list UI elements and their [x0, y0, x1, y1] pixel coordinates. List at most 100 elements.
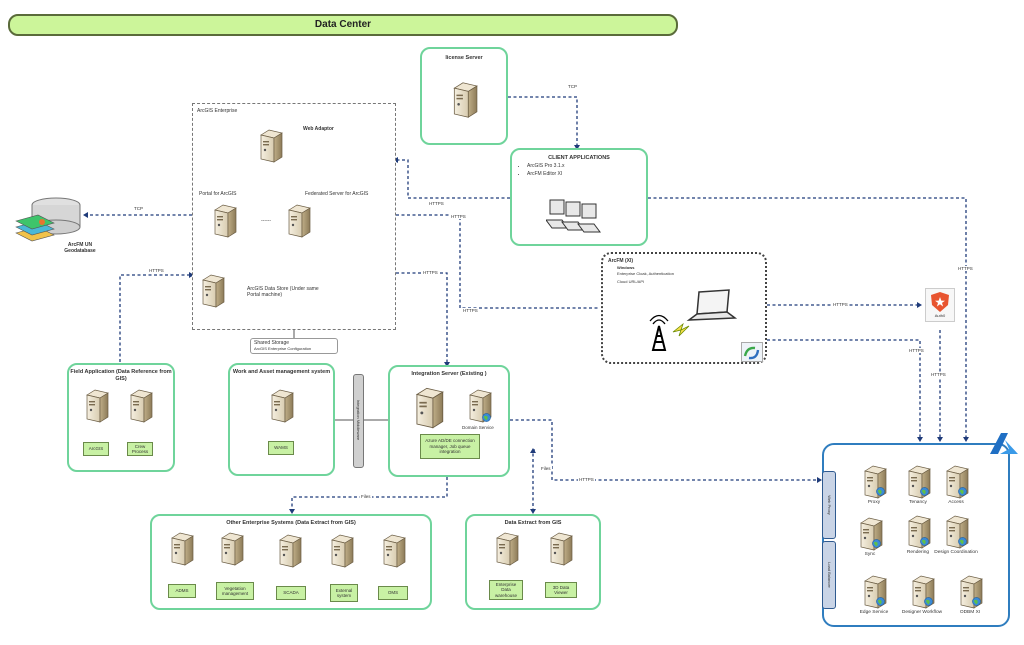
globe-icon	[482, 413, 491, 422]
edge-label-https-azure-1: HTTPS	[908, 348, 925, 353]
client-applications-title: CLIENT APPLICATIONS	[548, 155, 610, 161]
connector-field-enterprise	[119, 274, 192, 362]
globe-icon	[876, 487, 885, 496]
client-applications-list: ArcGIS Pro 3.1.x ArcFM Editor XI	[518, 162, 565, 178]
arcgis-enterprise-box: ArcGIS Enterprise Web Adaptor Portal for…	[192, 103, 396, 330]
globe-icon	[958, 537, 967, 546]
edge-label-files-2: Files	[360, 494, 372, 499]
work-asset-title: Work and Asset management system	[232, 369, 331, 375]
federated-server-label: Federated Server for ArcGIS	[305, 191, 369, 197]
server-icon	[127, 389, 153, 423]
server-icon	[218, 532, 244, 566]
integration-server-box: Integration Server (Existing ) Domain Se…	[388, 365, 510, 477]
data-extract-title: Data Extract from GIS	[504, 520, 562, 526]
azure-service: Tenancy	[898, 465, 938, 515]
auth0-label: Auth0	[934, 313, 946, 318]
azure-service-label: ODBM XI	[959, 610, 981, 615]
server-icon	[276, 534, 302, 568]
shared-storage-title: Shared Storage	[254, 340, 290, 346]
wireless-laptop-icon	[649, 289, 738, 351]
server-icon	[328, 534, 354, 568]
federated-server-icon	[285, 204, 311, 238]
tag-oms: OMS	[378, 586, 408, 600]
other-systems-title: Other Enterprise Systems (Data Extract f…	[226, 520, 356, 526]
data-extract-box: Data Extract from GIS Enterprise Data wa…	[465, 514, 601, 610]
azure-service: Edge Service	[854, 575, 894, 625]
arcfm-xi-box: ArcFM (XI) Windows Enterprise Cloak, Aut…	[601, 252, 767, 364]
azure-service: Design Coordination	[934, 515, 978, 565]
web-proxy-bar[interactable]: Web Proxy	[822, 471, 836, 539]
load-balancer-bar[interactable]: Load Balancer	[822, 541, 836, 609]
edge-label-tcp-license: TCP	[567, 84, 578, 89]
shared-storage-subtitle: ArcGIS Enterprise Configuration	[254, 346, 312, 351]
tag-vegetation-management: Vegetation management	[216, 582, 254, 600]
auth0-shield-icon	[931, 292, 949, 312]
geodatabase-icon	[15, 197, 81, 242]
data-store-server-icon	[199, 274, 225, 308]
tag-external-system: External system	[330, 584, 358, 602]
server-icon	[450, 81, 478, 119]
shared-storage-box: Shared Storage ArcGIS Enterprise Configu…	[250, 338, 338, 354]
server-icon	[168, 532, 194, 566]
globe-icon	[958, 487, 967, 496]
arcfm-xi-item: Enterprise Cloak, Authentication	[617, 271, 674, 276]
auth0-box: Auth0	[925, 288, 955, 322]
integration-server-title: Integration Server (Existing )	[411, 371, 487, 377]
globe-icon	[924, 597, 933, 606]
connector-arcfm-azure	[767, 339, 921, 440]
azure-service: Proxy	[854, 465, 894, 515]
azure-box: Web Proxy Load Balancer Proxy Tenancy Ac…	[822, 443, 1010, 627]
server-icon	[380, 534, 406, 568]
connector-client-azure	[648, 197, 967, 440]
globe-icon	[920, 487, 929, 496]
tag-wams: WAMS	[268, 441, 294, 455]
azure-logo-icon	[990, 433, 1018, 454]
tag-integration: Azure AD/DE connection manager, Job queu…	[420, 434, 480, 459]
sync-icon	[741, 342, 763, 362]
tag-adms: ADMS	[168, 584, 196, 598]
azure-service-label: Access	[948, 500, 964, 505]
arcfm-xi-title: ArcFM (XI)	[608, 258, 633, 264]
edge-label-https-client: HTTPS	[428, 201, 445, 206]
globe-icon	[972, 597, 981, 606]
license-server-title: license Server	[445, 55, 483, 61]
edge-label-tcp-gdb: TCP	[133, 206, 144, 211]
workstations-icon	[546, 199, 601, 233]
data-store-label: ArcGIS Data Store (Under same Portal mac…	[247, 286, 319, 298]
laptop-icon	[686, 289, 738, 321]
portal-server-icon	[211, 204, 237, 238]
tag-scada: SCADA	[276, 586, 306, 600]
client-app-item: ArcGIS Pro 3.1.x	[527, 162, 565, 170]
globe-icon	[920, 537, 929, 546]
connector-enterprise-https2	[396, 214, 600, 309]
web-adaptor-server-icon	[257, 129, 283, 163]
server-icon	[547, 532, 573, 566]
edge-label-https-field: HTTPS	[148, 268, 165, 273]
azure-service-label: Edge Service	[859, 610, 889, 615]
web-proxy-label: Web Proxy	[827, 495, 832, 515]
server-icon	[493, 532, 519, 566]
arcfm-xi-item: Cloud URL/API	[617, 279, 645, 284]
client-applications-box: CLIENT APPLICATIONS ArcGIS Pro 3.1.x Arc…	[510, 148, 648, 246]
server-icon	[268, 389, 294, 423]
other-systems-box: Other Enterprise Systems (Data Extract f…	[150, 514, 432, 610]
tag-arcgis: ArcGIS	[83, 442, 109, 456]
azure-service-label: Proxy	[867, 500, 881, 505]
client-app-item: ArcFM Editor XI	[527, 170, 565, 178]
middleware-label: Integration Middleware	[356, 399, 361, 441]
edge-label-files: Files	[540, 466, 552, 471]
edge-label-https-azure-3: HTTPS	[957, 266, 974, 271]
work-asset-box: Work and Asset management system WAMS	[228, 363, 335, 476]
field-application-title: Field Application (Data Reference from G…	[70, 369, 172, 382]
tag-crew-process: Crew Process	[127, 442, 153, 456]
domain-service-label: Domain Service	[462, 425, 494, 430]
connector-integration-other	[291, 477, 448, 512]
data-center-banner: Data Center	[8, 14, 678, 36]
edge-label-https-integration: HTTPS	[462, 308, 479, 313]
tag-enterprise-data-warehouse: Enterprise Data warehouse	[489, 580, 523, 600]
load-balancer-label: Load Balancer	[827, 562, 832, 588]
edge-label-https-enterprise-1: HTTPS	[450, 214, 467, 219]
cell-tower-icon	[649, 314, 669, 351]
azure-service-label: Rendering	[906, 550, 930, 555]
